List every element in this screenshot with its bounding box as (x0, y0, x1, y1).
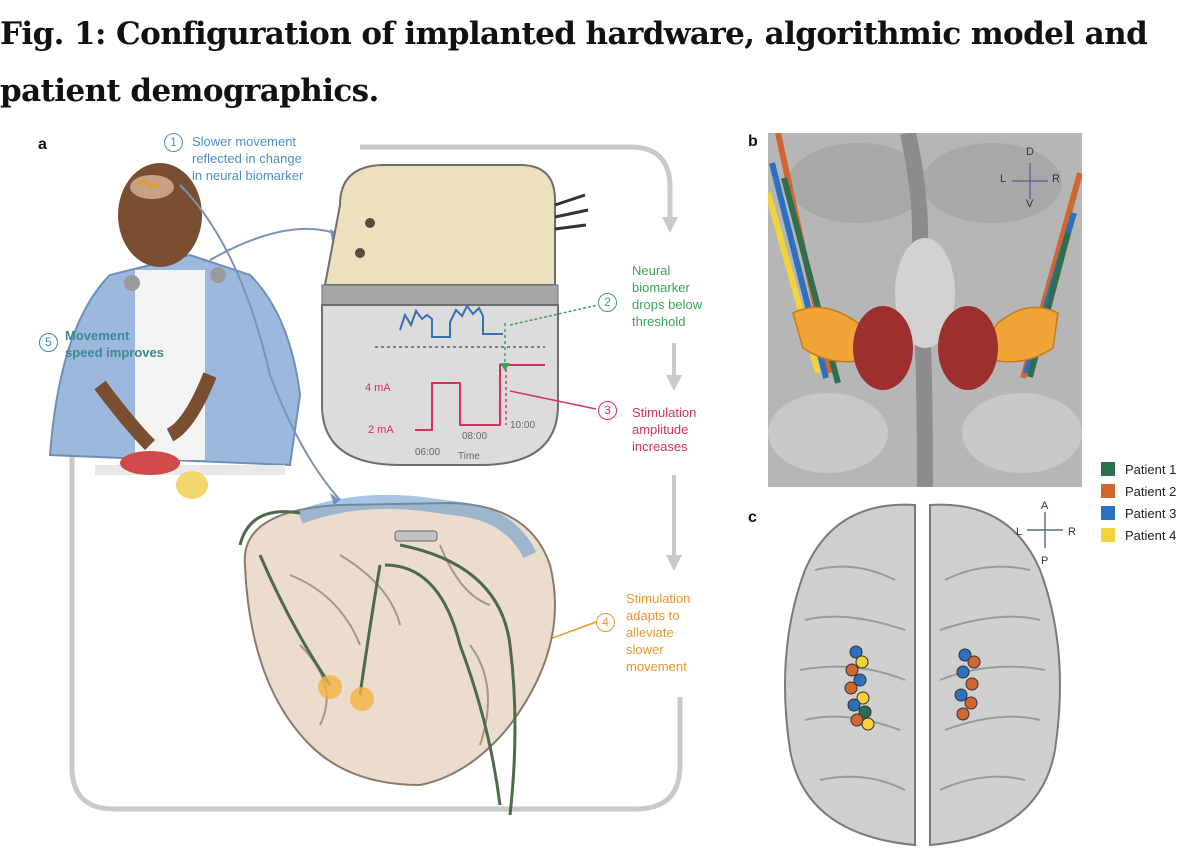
step-2-text: Neural biomarker drops below threshold (632, 263, 703, 329)
step-1-text: Slower movement reflected in change in n… (192, 134, 304, 183)
c-orient-left: L (1016, 526, 1023, 538)
legend-label: Patient 4 (1125, 527, 1177, 543)
step-2-number: 2 (598, 293, 617, 312)
legend-swatch (1101, 528, 1115, 542)
legend-item-patient-4: Patient 4 (1101, 524, 1176, 546)
legend-label: Patient 2 (1125, 483, 1177, 499)
c-orient-top: A (1041, 500, 1049, 512)
implanted-device: 4 mA 2 mA 06:00 08:00 10:00 Time (321, 164, 589, 466)
panel-b-mri (768, 133, 1082, 487)
patient-illustration (48, 163, 302, 499)
panel-label-b: b (748, 133, 758, 150)
b-orient-bottom: V (1026, 198, 1034, 210)
patient-legend: Patient 1 Patient 2 Patient 3 Patient 4 (1101, 458, 1176, 546)
legend-swatch (1101, 462, 1115, 476)
brain-illustration (238, 494, 556, 816)
b-orient-left: L (1000, 173, 1007, 185)
step-1-number: 1 (164, 133, 183, 152)
panel-a-illustration: 4 mA 2 mA 06:00 08:00 10:00 Time (48, 144, 683, 816)
step-3-number: 3 (598, 401, 617, 420)
step-3-text: Stimulation amplitude increases (632, 405, 697, 454)
panel-label-c: c (748, 509, 757, 526)
legend-item-patient-1: Patient 1 (1101, 458, 1176, 480)
panel-label-a: a (38, 136, 47, 153)
panel-c-brain (784, 503, 1063, 847)
step-5-number: 5 (39, 333, 58, 352)
device-x-label: Time (458, 451, 480, 462)
legend-item-patient-3: Patient 3 (1101, 502, 1176, 524)
device-y-label-4ma: 4 mA (365, 382, 391, 394)
device-x-tick-0800: 08:00 (462, 431, 487, 442)
device-y-label-2ma: 2 mA (368, 424, 394, 436)
b-orient-top: D (1026, 146, 1034, 158)
device-x-tick-0600: 06:00 (415, 447, 440, 458)
figure-title: Fig. 1: Configuration of implanted hardw… (0, 16, 1148, 109)
legend-swatch (1101, 506, 1115, 520)
device-x-tick-1000: 10:00 (510, 420, 535, 431)
step-5-text: Movement speed improves (65, 328, 164, 360)
c-orient-bottom: P (1041, 555, 1049, 567)
legend-swatch (1101, 484, 1115, 498)
c-orient-right: R (1068, 526, 1076, 538)
legend-label: Patient 3 (1125, 505, 1177, 521)
b-orient-right: R (1052, 173, 1060, 185)
legend-label: Patient 1 (1125, 461, 1177, 477)
step-4-text: Stimulation adapts to alleviate slower m… (626, 591, 691, 674)
step-4-number: 4 (596, 613, 615, 632)
legend-item-patient-2: Patient 2 (1101, 480, 1176, 502)
